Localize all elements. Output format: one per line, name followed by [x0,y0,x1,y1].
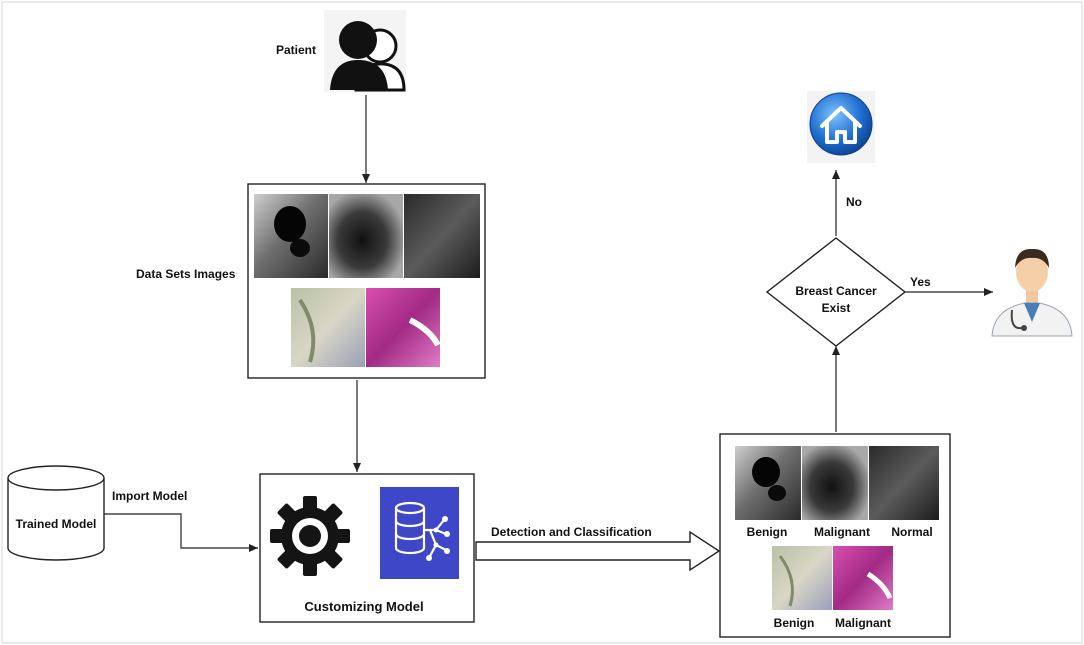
detection-label: Detection and Classification [491,525,652,539]
ultrasound-image-strip [254,194,480,278]
no-label: No [846,195,862,209]
datasets-label: Data Sets Images [136,267,236,281]
doctor-icon [991,248,1073,337]
trained-model-label: Trained Model [16,517,97,531]
decision-line-1: Breast Cancer [795,284,877,298]
decision-line-2: Exist [822,301,851,315]
gear-icon [270,496,350,576]
trained-model-cylinder [7,465,105,561]
customizing-model-label: Customizing Model [304,599,423,614]
arrow-import-model [104,513,258,552]
import-model-label: Import Model [112,489,187,503]
malignant-ultrasound-label: Malignant [814,525,870,539]
benign-ultrasound-label: Benign [747,525,788,539]
ultrasound-results-strip [735,446,939,520]
decision-diamond [765,237,907,347]
patient-label: Patient [276,43,316,57]
home-icon [807,91,875,163]
patient-icon [324,10,406,92]
benign-histology-label: Benign [774,616,815,630]
database-network-icon [380,487,459,579]
histology-results-strip [772,546,893,610]
normal-ultrasound-label: Normal [891,525,932,539]
malignant-histology-label: Malignant [835,616,891,630]
histology-image-strip [291,288,441,367]
hollow-arrow-detection [475,530,721,572]
yes-label: Yes [910,275,931,289]
